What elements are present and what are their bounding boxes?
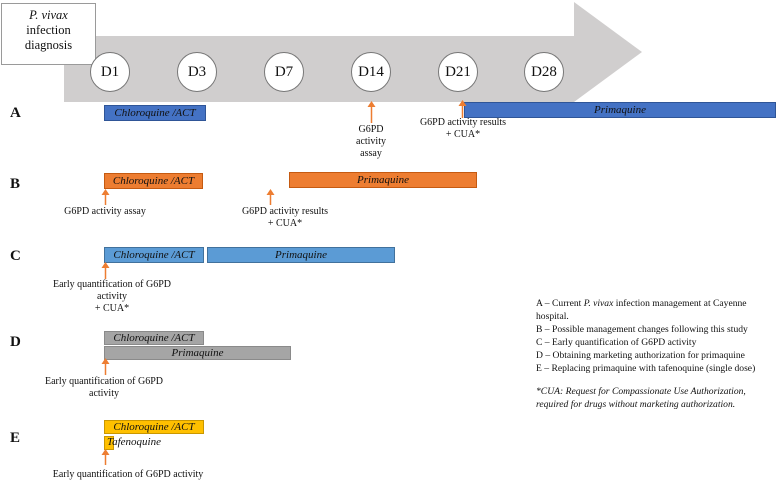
row-c-primaquine-bar: Primaquine	[207, 247, 395, 263]
row-letter-c: C	[10, 248, 21, 264]
row-a-assay-note: G6PD activity assay	[340, 124, 402, 160]
row-a-assay-arrow	[367, 101, 376, 123]
row-e-tafenoquine-bar	[104, 436, 114, 450]
row-b-assay-note: G6PD activity assay	[64, 206, 146, 217]
row-a-assay-note-line1: G6PD	[358, 124, 384, 135]
row-a-chloroquine-bar: Chloroquine /ACT	[104, 105, 206, 121]
row-c-quantification-note-line3: + CUA*	[94, 303, 130, 314]
cua-footnote-line1: *CUA: Request for Compassionate Use Auth…	[536, 386, 746, 397]
row-c-quantification-note-line2: activity	[97, 291, 127, 302]
legend-item-d: D – Obtaining marketing authorization fo…	[536, 350, 745, 361]
row-b-results-note-line2: + CUA*	[267, 218, 303, 229]
row-a-assay-note-line2: activity	[356, 136, 386, 147]
legend-a-suffix: infection management at Cayenne	[613, 298, 747, 309]
legend-item-e: E – Replacing primaquine with tafenoquin…	[536, 363, 756, 374]
row-d-chloroquine-bar: Chloroquine /ACT	[104, 331, 204, 345]
row-d-primaquine-bar: Primaquine	[104, 346, 291, 360]
row-a-results-note: G6PD activity results + CUA*	[400, 117, 526, 141]
row-b-assay-arrow	[101, 189, 110, 205]
row-b-chloroquine-bar: Chloroquine /ACT	[104, 173, 203, 189]
row-a-primaquine-bar: Primaquine	[464, 102, 776, 118]
legend-item-b: B – Possible management changes followin…	[536, 324, 748, 335]
day-marker-d3: D3	[177, 52, 217, 92]
row-letter-b: B	[10, 176, 21, 192]
diagnosis-label-line3: diagnosis	[24, 38, 73, 52]
row-a-results-note-line1: G6PD activity results	[419, 117, 507, 128]
legend-a-prefix: A – Current	[536, 298, 584, 309]
legend: A – Current P. vivax infection managemen…	[536, 297, 782, 411]
row-c-quantification-note-line1: Early quantification of G6PD	[52, 279, 172, 290]
row-b-results-note-line1: G6PD activity results	[241, 206, 329, 217]
row-e-quantification-arrow	[101, 449, 110, 465]
row-b-results-note: G6PD activity results + CUA*	[225, 206, 345, 230]
day-marker-d28: D28	[524, 52, 564, 92]
row-a-results-arrow	[458, 100, 467, 118]
row-letter-e: E	[10, 430, 21, 446]
day-marker-d1: D1	[90, 52, 130, 92]
row-a-assay-note-line3: assay	[360, 148, 382, 159]
row-letter-a: A	[10, 105, 21, 121]
row-c-quantification-arrow	[101, 262, 110, 279]
row-c-chloroquine-bar: Chloroquine /ACT	[104, 247, 204, 263]
row-d-quantification-arrow	[101, 358, 110, 375]
legend-a-species: P. vivax	[583, 298, 614, 309]
day-marker-d21: D21	[438, 52, 478, 92]
row-b-results-arrow	[266, 189, 275, 205]
cua-footnote-line2: required for drugs without marketing aut…	[536, 399, 736, 410]
legend-item-a-line2: hospital.	[536, 311, 569, 322]
row-e-tafenoquine-label: Tafenoquine	[107, 436, 161, 448]
diagnosis-label-line1: P. vivax	[29, 8, 68, 22]
legend-item-c: C – Early quantification of G6PD activit…	[536, 337, 697, 348]
row-b-primaquine-bar: Primaquine	[289, 172, 477, 188]
row-letter-d: D	[10, 334, 21, 350]
diagnosis-box: P. vivax infection diagnosis	[1, 3, 96, 65]
row-e-chloroquine-bar: Chloroquine /ACT	[104, 420, 204, 434]
legend-item-a: A – Current P. vivax infection managemen…	[536, 297, 782, 310]
row-d-quantification-note: Early quantification of G6PD activity	[36, 376, 172, 400]
diagnosis-label-line2: infection	[26, 23, 71, 37]
day-marker-d7: D7	[264, 52, 304, 92]
row-a-results-note-line2: + CUA*	[445, 129, 481, 140]
day-marker-d14: D14	[351, 52, 391, 92]
row-c-quantification-note: Early quantification of G6PD activity + …	[40, 279, 184, 315]
row-d-quantification-note-line2: activity	[89, 388, 119, 399]
row-d-quantification-note-line1: Early quantification of G6PD	[44, 376, 164, 387]
cua-footnote: *CUA: Request for Compassionate Use Auth…	[536, 385, 782, 411]
row-e-quantification-note: Early quantification of G6PD activity	[52, 469, 204, 480]
